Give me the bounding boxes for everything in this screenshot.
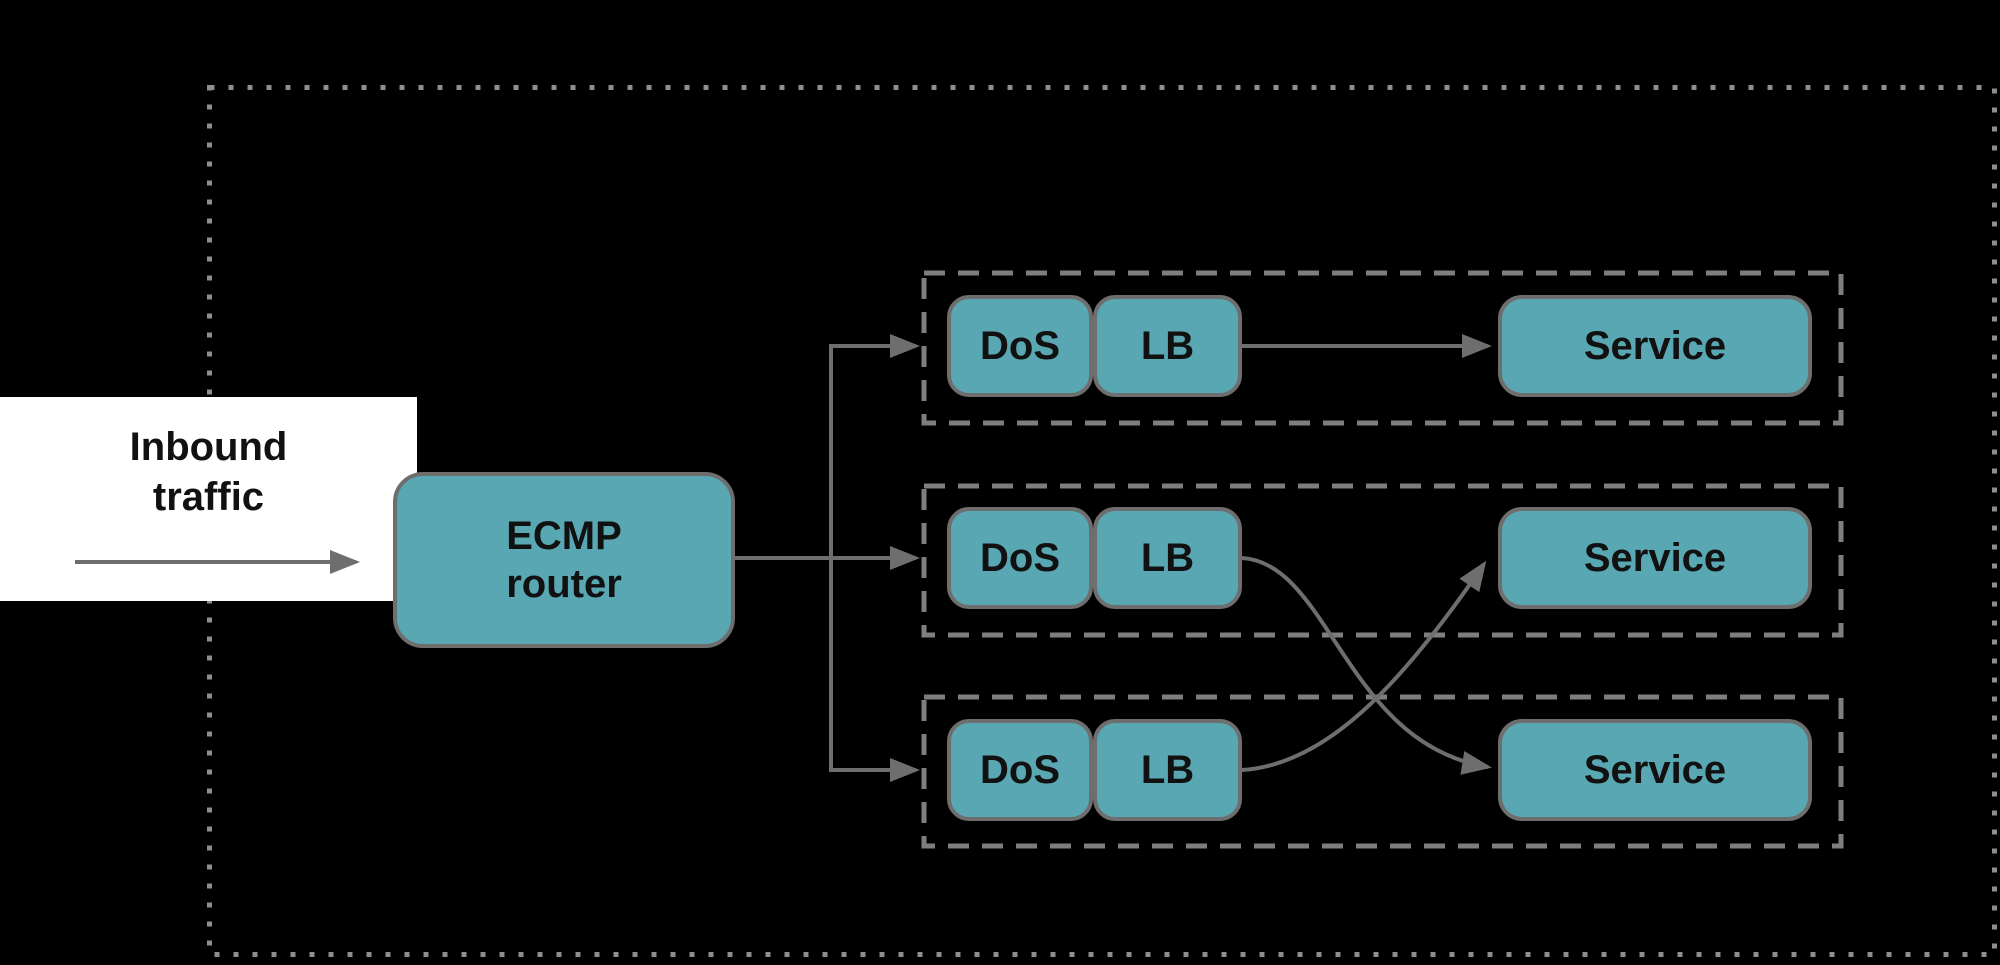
path3-service-node: Service	[1498, 719, 1812, 821]
lb3-to-service2-arrow	[1241, 560, 1487, 772]
path3-service-label: Service	[1583, 748, 1727, 792]
path1-dos-node: DoS	[947, 295, 1093, 397]
path2-dos-node: DoS	[947, 507, 1093, 609]
lb2-to-service3-arrow	[1241, 556, 1492, 775]
path-group-1-dashed-border	[921, 270, 1844, 426]
path3-dos-label: DoS	[980, 748, 1060, 792]
path2-lb-label: LB	[1140, 536, 1195, 580]
path-group-2-dashed-border	[921, 483, 1844, 638]
path2-service-node: Service	[1498, 507, 1812, 609]
path-group-3-dashed-border	[921, 694, 1844, 849]
ecmp-to-path1-arrow	[829, 334, 920, 558]
path1-dos-label: DoS	[980, 324, 1060, 368]
ecmp-router-node: ECMP router	[393, 472, 735, 648]
ecmp-router-label: ECMP router	[506, 514, 622, 606]
path2-lb-node: LB	[1093, 507, 1242, 609]
path2-dos-label: DoS	[980, 536, 1060, 580]
path1-service-node: Service	[1498, 295, 1812, 397]
path1-service-label: Service	[1583, 324, 1727, 368]
path1-lb-label: LB	[1140, 324, 1195, 368]
ecmp-to-path3-arrow	[829, 558, 920, 782]
path3-lb-node: LB	[1093, 719, 1242, 821]
path3-lb-label: LB	[1140, 748, 1195, 792]
path2-service-label: Service	[1583, 536, 1727, 580]
path3-dos-node: DoS	[947, 719, 1093, 821]
path1-lb-node: LB	[1093, 295, 1242, 397]
inbound-traffic-label: Inbound traffic	[129, 425, 288, 519]
